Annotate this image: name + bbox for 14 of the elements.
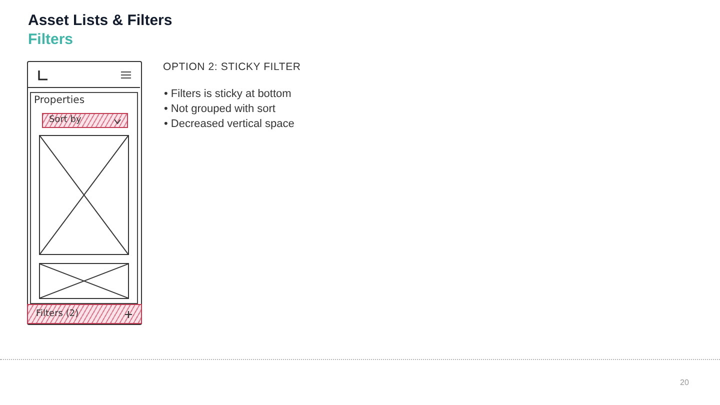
section-heading: Properties [34,95,85,106]
page-number: 20 [680,378,689,387]
phone-frame [27,61,142,325]
image-placeholder [39,135,129,255]
content-panel [30,92,138,304]
filter-bar: Filters (2) [27,304,142,324]
slide-title: Asset Lists & Filters [28,12,172,29]
sort-dropdown: Sort by [42,113,128,128]
bullet-item: • Filters is sticky at bottom [164,87,292,102]
slide-subtitle: Filters [28,31,74,48]
bullet-item: • Not grouped with sort [164,102,276,117]
bullet-item: • Decreased vertical space [164,117,294,132]
option-heading: OPTION 2: STICKY FILTER [163,61,301,73]
image-placeholder [39,263,129,299]
